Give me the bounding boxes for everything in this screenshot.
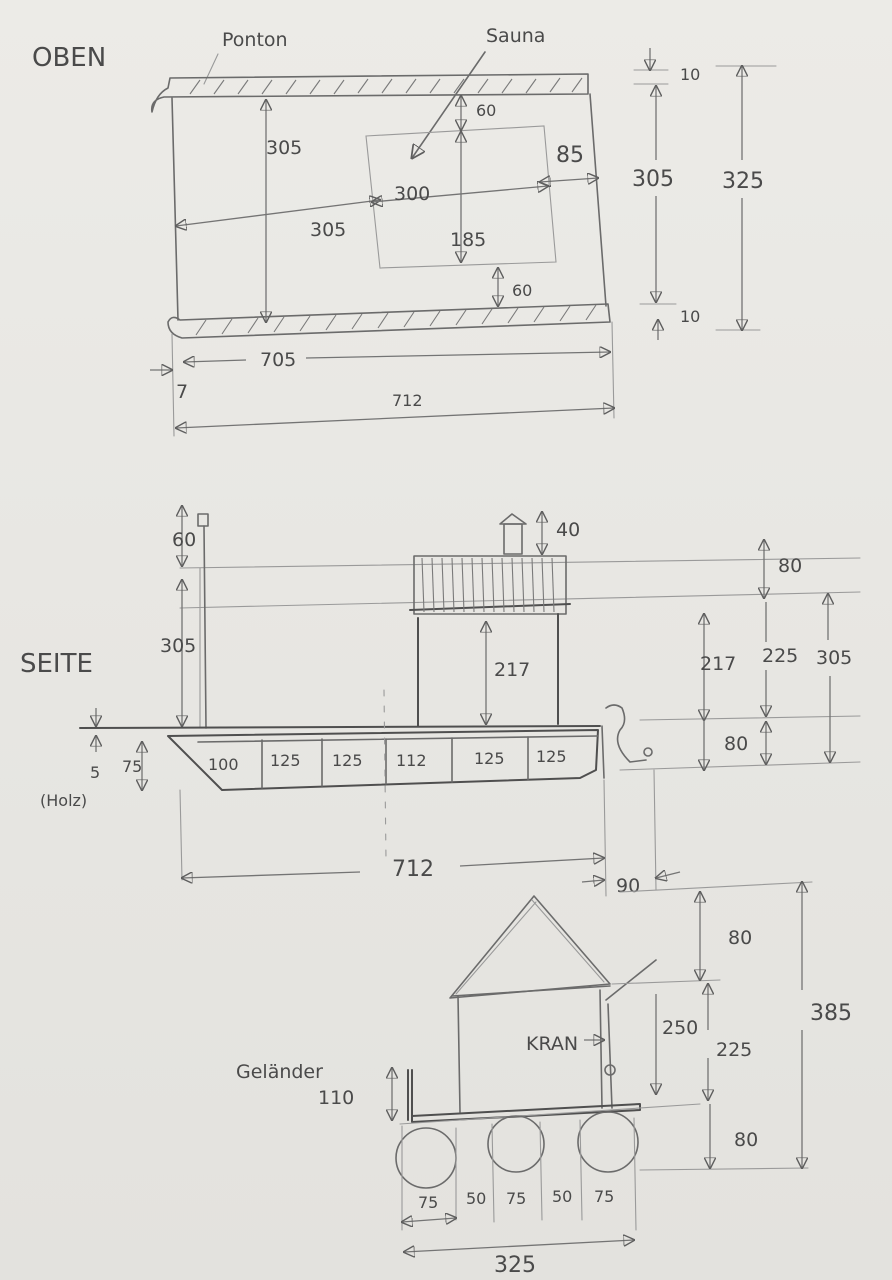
seg-112: 112: [396, 751, 427, 770]
dim-top-60-upper: 60: [476, 101, 496, 120]
dim-front-80-roof: 80: [728, 927, 752, 949]
seg-125-c: 125: [474, 749, 505, 768]
dim-top-10-lower: 10: [680, 307, 700, 326]
dim-front-325: 325: [494, 1253, 536, 1278]
label-gelaender: Geländer: [236, 1061, 323, 1083]
hull: [167, 729, 599, 791]
dim-front-80-float: 80: [734, 1129, 758, 1151]
dim-side-75: 75: [122, 757, 142, 776]
bottom-pontoon: [167, 303, 611, 339]
label-oben: OBEN: [32, 43, 106, 73]
dim-front-b2: 50: [466, 1189, 486, 1208]
dim-top-305-h: 305: [310, 219, 346, 241]
dim-side-712: 712: [392, 857, 434, 882]
crane-figure: [601, 704, 653, 779]
dim-front-b1: 75: [418, 1193, 438, 1212]
side-view: SEITE 60 305: [20, 506, 861, 897]
center-line: [383, 689, 387, 861]
top-pontoon: [150, 73, 589, 113]
seg-125-a: 125: [270, 751, 301, 770]
dim-front-b5: 75: [594, 1187, 614, 1206]
pole-top-box: [197, 513, 209, 527]
dim-side-90: 90: [616, 875, 640, 897]
dim-front-385: 385: [810, 1001, 852, 1026]
sauna-roof: [409, 555, 571, 615]
label-ponton: Ponton: [222, 29, 288, 51]
label-sauna: Sauna: [486, 25, 545, 47]
front-wall-left: [457, 995, 461, 1113]
railing: [407, 1069, 413, 1121]
label-kran: KRAN: [526, 1033, 578, 1055]
dim-front-b4: 50: [552, 1187, 572, 1206]
dim-side-305-right: 305: [816, 647, 852, 669]
dim-side-40-chimney: 40: [556, 519, 580, 541]
dim-top-85: 85: [556, 143, 584, 168]
dim-side-225: 225: [762, 645, 798, 667]
dim-front-b3: 75: [506, 1189, 526, 1208]
seg-100: 100: [208, 755, 239, 774]
seg-125-d: 125: [536, 747, 567, 766]
dim-front-250: 250: [662, 1017, 698, 1039]
label-holz: (Holz): [40, 791, 87, 810]
dim-top-712: 712: [392, 391, 423, 410]
dim-top-10-upper: 10: [680, 65, 700, 84]
dim-top-300: 300: [394, 183, 430, 205]
dim-top-185: 185: [450, 229, 486, 251]
pole: [203, 525, 207, 729]
dim-top-7: 7: [176, 381, 188, 403]
label-seite: SEITE: [20, 649, 93, 679]
dim-side-80-roof: 80: [778, 555, 802, 577]
seg-125-b: 125: [332, 751, 363, 770]
ponton-leader-line: [203, 53, 219, 85]
front-view: KRAN Geländer 110 75 50 75 50 75: [236, 882, 852, 1278]
front-wall-right: [599, 989, 603, 1109]
dim-side-60-pole: 60: [172, 529, 196, 551]
dim-top-325-right: 325: [722, 169, 764, 194]
front-roof: [449, 895, 611, 999]
dim-side-305-pole: 305: [160, 635, 196, 657]
crane: [604, 959, 657, 1109]
dim-top-305-right: 305: [632, 167, 674, 192]
dim-side-80-hull: 80: [724, 733, 748, 755]
deck-left-edge: [171, 97, 179, 321]
dim-top-60-lower: 60: [512, 281, 532, 300]
deck-line: [79, 725, 601, 729]
dim-front-110: 110: [318, 1087, 354, 1109]
deck-right-edge: [589, 93, 607, 307]
chimney: [499, 513, 527, 555]
top-view: OBEN Ponton Sauna: [32, 25, 777, 437]
dim-side-217-inner: 217: [494, 659, 530, 681]
dim-top-705: 705: [260, 349, 296, 371]
dim-side-217-outer: 217: [700, 653, 736, 675]
front-platform: [411, 1103, 641, 1123]
floats: [395, 1111, 639, 1231]
dim-front-225: 225: [716, 1039, 752, 1061]
sauna-leader-arrow: [412, 51, 486, 158]
dim-side-5: 5: [90, 763, 100, 782]
dim-top-305-v: 305: [266, 137, 302, 159]
